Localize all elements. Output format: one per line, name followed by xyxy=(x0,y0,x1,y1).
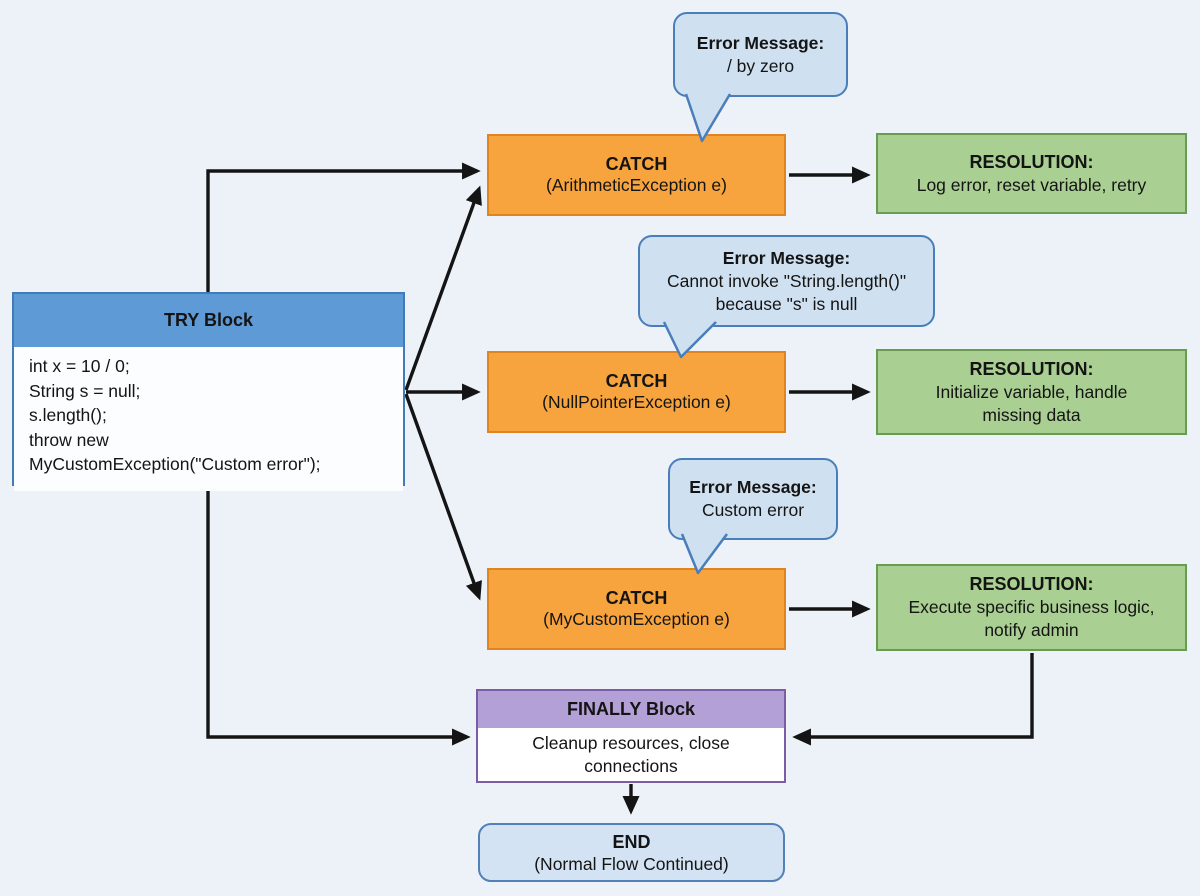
catch-block-nullpointer: CATCH (NullPointerException e) xyxy=(487,351,786,433)
try-code-line: throw new xyxy=(29,429,109,450)
try-code-line: String s = null; xyxy=(29,380,141,401)
catch-title: CATCH xyxy=(605,154,668,174)
resolution-text: Execute specific business logic, xyxy=(908,597,1155,617)
resolution-text: Initialize variable, handle xyxy=(935,381,1128,402)
try-block-title: TRY Block xyxy=(14,294,403,347)
catch-block-arithmetic: CATCH (ArithmeticException e) xyxy=(487,134,786,216)
try-block: TRY Block int x = 10 / 0; String s = nul… xyxy=(12,292,405,491)
try-code-line: MyCustomException("Custom error"); xyxy=(29,454,321,475)
arrow-try-to-catch3 xyxy=(404,393,482,601)
resolution-block-nullpointer: RESOLUTION: Initialize variable, handle … xyxy=(876,349,1187,435)
error-bubble-text: Cannot invoke "String.length()" xyxy=(666,270,907,291)
try-block-code: int x = 10 / 0; String s = null; s.lengt… xyxy=(14,347,403,491)
error-bubble-arithmetic: Error Message: / by zero xyxy=(673,12,848,97)
try-code-line: int x = 10 / 0; xyxy=(29,356,130,376)
resolution-title: RESOLUTION: xyxy=(969,151,1094,172)
catch-block-custom: CATCH (MyCustomException e) xyxy=(487,568,786,650)
error-bubble-text: Custom error xyxy=(701,500,805,520)
catch-subtitle: (NullPointerException e) xyxy=(542,392,731,412)
error-bubble-heading: Error Message: xyxy=(696,32,825,53)
finally-body-line: connections xyxy=(584,755,678,776)
end-subtitle: (Normal Flow Continued) xyxy=(534,853,729,874)
end-node: END (Normal Flow Continued) xyxy=(478,823,785,882)
resolution-text: missing data xyxy=(982,404,1081,425)
finally-block-body: Cleanup resources, close connections xyxy=(478,728,784,781)
resolution-block-custom: RESOLUTION: Execute specific business lo… xyxy=(876,564,1187,651)
error-bubble-heading: Error Message: xyxy=(689,477,817,497)
end-title: END xyxy=(612,831,651,852)
arrow-try-to-catch1 xyxy=(404,185,482,391)
catch-title: CATCH xyxy=(605,588,668,608)
finally-body-line: Cleanup resources, close xyxy=(532,732,730,753)
error-bubble-text: / by zero xyxy=(726,55,795,76)
error-bubble-heading: Error Message: xyxy=(722,247,851,268)
error-bubble-nullpointer: Error Message: Cannot invoke "String.len… xyxy=(638,235,935,327)
resolution-text: Log error, reset variable, retry xyxy=(916,174,1147,195)
error-bubble-text: because "s" is null xyxy=(715,293,858,314)
finally-block: FINALLY Block Cleanup resources, close c… xyxy=(476,689,786,783)
resolution-text: notify admin xyxy=(984,620,1079,640)
finally-block-title: FINALLY Block xyxy=(478,691,784,728)
resolution-title: RESOLUTION: xyxy=(969,358,1094,379)
try-code-line: s.length(); xyxy=(29,405,107,426)
resolution-block-arithmetic: RESOLUTION: Log error, reset variable, r… xyxy=(876,133,1187,214)
catch-subtitle: (ArithmeticException e) xyxy=(546,175,727,195)
arrow-try-bottom-to-finally xyxy=(206,487,471,746)
catch-subtitle: (MyCustomException e) xyxy=(543,609,730,629)
resolution-title: RESOLUTION: xyxy=(969,574,1094,594)
arrow-resolution3-to-finally xyxy=(792,653,1034,746)
arrow-try-top-to-catch1 xyxy=(206,162,481,296)
catch-title: CATCH xyxy=(605,371,668,391)
error-bubble-custom: Error Message: Custom error xyxy=(668,458,838,540)
